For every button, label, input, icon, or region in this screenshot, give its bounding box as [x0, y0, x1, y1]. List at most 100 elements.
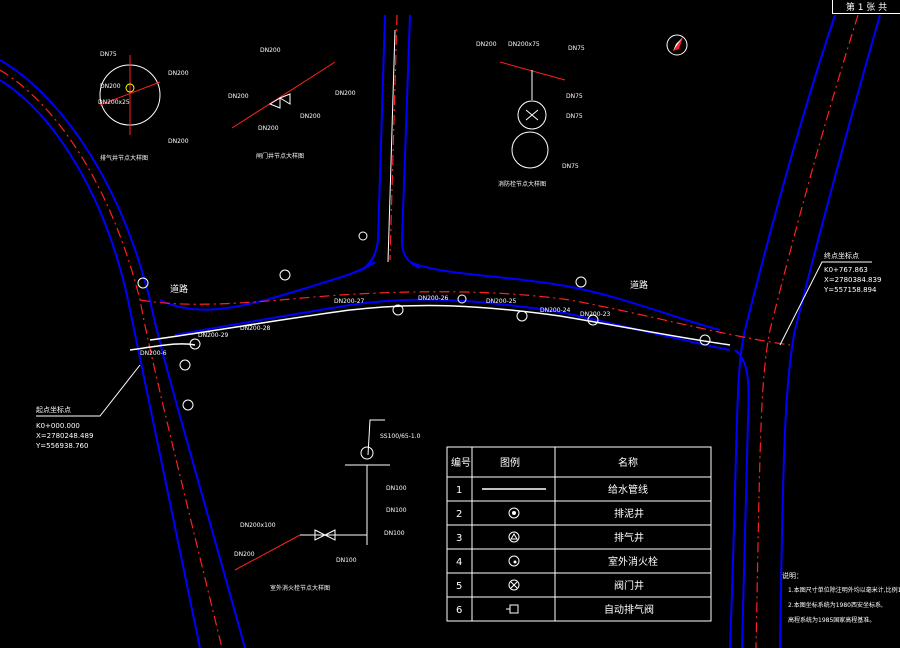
- detail-exhaust-well: DN75 DN200 DN200x25 DN200 DN200 排气井节点大样图: [98, 51, 189, 162]
- detail-label: DN200: [300, 113, 321, 120]
- legend-symbol-drain-well-icon: [508, 507, 520, 519]
- detail-label: DN200: [335, 90, 356, 97]
- start-coordinate-callout: 起点坐标点 K0+000.000 X=2780248.489 Y=556938.…: [35, 405, 93, 450]
- detail-label: DN75: [566, 113, 583, 120]
- air-valve-symbol: [575, 276, 587, 288]
- detail-label: DN75: [566, 93, 583, 100]
- centerlines: [0, 14, 859, 648]
- detail-label: DN100: [386, 485, 407, 492]
- north-arrow-icon: [666, 34, 688, 56]
- legend-row-no: 3: [456, 533, 462, 544]
- legend-row-name: 给水管线: [608, 483, 648, 496]
- pipe-label: DN200-6: [140, 350, 167, 357]
- legend-header-name: 名称: [618, 456, 638, 469]
- detail-label: DN75: [568, 45, 585, 52]
- legend-header-no: 编号: [451, 456, 471, 469]
- sheet-number: 第 1 张 共: [845, 3, 888, 13]
- left-road-edge-inner: [0, 79, 201, 648]
- end-point-label: 终点坐标点: [824, 251, 859, 260]
- notes: 说明： 1.本图尺寸单位除注明外均以毫米计,比例1:1000; 2.本图坐标系统…: [782, 571, 900, 624]
- detail-outdoor-hydrant: SS100/65-1.0 DN100 DN100 DN100 DN200x100…: [234, 433, 421, 592]
- detail-title: 室外消火栓节点大样图: [270, 584, 330, 592]
- legend-row-name: 室外消火栓: [608, 555, 658, 568]
- valve-well-symbol: [179, 359, 191, 371]
- legend-table: 编号 图例 名称 1 2 3 4 5 6 给水管线 排泥井: [446, 446, 712, 622]
- pipe-labels: DN200-6 DN200-29 DN200-28 DN200-27 DN200…: [140, 295, 611, 357]
- road-labels: 道路 道路: [170, 279, 648, 295]
- detail-label: DN200x25: [98, 99, 130, 106]
- detail-title: 消防栓节点大样图: [498, 180, 546, 188]
- detail-label: DN200: [100, 83, 121, 90]
- detail-label: SS100/65-1.0: [380, 433, 421, 440]
- main-road-north-edge-2: [409, 261, 721, 331]
- legend-row-no: 2: [456, 509, 462, 520]
- road-label: 道路: [170, 283, 188, 295]
- legend-symbol-valve-well-icon: [508, 579, 520, 591]
- road-label: 道路: [630, 279, 648, 291]
- right-road-edge-left: [729, 14, 836, 648]
- start-point-x: X=2780248.489: [36, 432, 93, 440]
- detail-gate-valve: DN200 DN200 DN200 DN200 DN200 闸门井节点大样图: [228, 47, 356, 160]
- detail-label: DN200: [234, 551, 255, 558]
- air-valve-symbol: [516, 310, 528, 322]
- end-coordinate-callout: 终点坐标点 K0+767.863 X=2780384.839 Y=557158.…: [823, 251, 881, 294]
- water-pipe: [129, 29, 731, 351]
- legend-row-no: 6: [456, 605, 462, 616]
- title-block: 第 1 张 共: [832, 0, 900, 14]
- notes-title: 说明：: [782, 571, 803, 580]
- main-road-centerline: [139, 291, 791, 346]
- pipe-label: DN200-26: [418, 295, 449, 302]
- legend-row-name: 阀门井: [614, 579, 644, 592]
- detail-label: DN200x100: [240, 522, 276, 529]
- end-point-leader: [779, 261, 872, 346]
- detail-label: DN200: [228, 93, 249, 100]
- air-valve-symbol: [587, 314, 599, 326]
- end-point-station: K0+767.863: [824, 266, 868, 274]
- air-valve-symbol: [392, 304, 404, 316]
- detail-label: DN200x75: [508, 41, 540, 48]
- air-valve-symbol: [358, 231, 368, 241]
- left-road-edge-outer: [0, 59, 246, 648]
- notes-line: 1.本图尺寸单位除注明外均以毫米计,比例1:1000;: [788, 586, 900, 594]
- north-road-centerline: [389, 14, 398, 261]
- legend-row-no: 4: [456, 557, 462, 568]
- start-point-leader: [36, 364, 141, 417]
- main-road-north-edge: [159, 261, 376, 311]
- detail-label: DN200: [260, 47, 281, 54]
- valve-well-symbol: [189, 338, 201, 350]
- end-point-y: Y=557158.894: [823, 286, 877, 294]
- legend-row-name: 排泥井: [614, 507, 644, 520]
- detail-label: DN200: [476, 41, 497, 48]
- air-valve-symbol: [279, 269, 291, 281]
- detail-label: DN100: [336, 557, 357, 564]
- start-point-y: Y=556938.760: [35, 442, 88, 450]
- pipe-label: DN200-23: [580, 311, 611, 318]
- detail-label: DN200: [258, 125, 279, 132]
- pipe-label: DN200-25: [486, 298, 517, 305]
- legend-row-name: 排气井: [614, 531, 644, 544]
- pipe-label: DN200-24: [540, 307, 571, 314]
- end-point-x: X=2780384.839: [824, 276, 881, 284]
- air-valve-symbol: [457, 294, 467, 304]
- start-point-label: 起点坐标点: [36, 405, 71, 414]
- pipe-label: DN200-28: [240, 325, 271, 332]
- pipe-label: DN200-27: [334, 298, 365, 305]
- pipe-label: DN200-29: [198, 332, 229, 339]
- detail-label: DN75: [100, 51, 117, 58]
- detail-label: DN100: [386, 507, 407, 514]
- north-road-edge-right: [400, 14, 421, 269]
- legend-symbol-air-valve-icon: [506, 604, 519, 614]
- detail-label: DN75: [562, 163, 579, 170]
- legend-symbol-exhaust-well-icon: [508, 531, 520, 543]
- callout-leaders: [36, 261, 872, 456]
- detail-title: 排气井节点大样图: [100, 154, 148, 162]
- detail-label: DN100: [384, 530, 405, 537]
- right-road-edge-right: [779, 14, 881, 648]
- legend-header-symbol: 图例: [500, 456, 520, 469]
- air-valve-symbol: [699, 334, 711, 346]
- start-point-station: K0+000.000: [36, 422, 80, 430]
- detail-fire-hydrant: DN200 DN200x75 DN75 DN75 DN75 DN75 消防栓节点…: [476, 41, 585, 188]
- legend-row-no: 1: [456, 485, 462, 496]
- notes-line: 高程系统为1985国家高程基准。: [788, 616, 875, 624]
